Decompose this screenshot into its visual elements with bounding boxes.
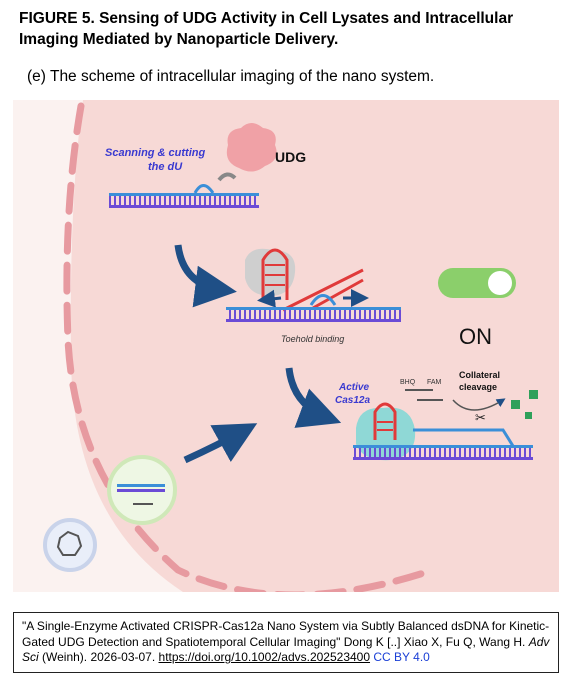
cleaved-strand bbox=[413, 428, 515, 447]
fluorophore-3 bbox=[525, 412, 532, 419]
dna-strand-3 bbox=[353, 448, 533, 457]
toehold-arms bbox=[282, 268, 364, 312]
toehold-label: Toehold binding bbox=[281, 334, 344, 344]
scissors-icon: ✂ bbox=[475, 410, 486, 425]
citation-text-2: (Weinh). 2026-03-07. bbox=[38, 650, 159, 664]
bubble-2 bbox=[309, 294, 337, 306]
license-link[interactable]: CC BY 4.0 bbox=[373, 650, 430, 664]
hairpin-2 bbox=[261, 248, 289, 300]
bubble-1 bbox=[193, 184, 215, 194]
scheme-svg: Scanning & cutting the dU UDG Toehold bi… bbox=[43, 100, 559, 592]
on-label: ON bbox=[459, 324, 492, 349]
cell-membrane bbox=[63, 102, 437, 592]
scanning-label-line2: the dU bbox=[148, 161, 183, 173]
doi-link[interactable]: https://doi.org/10.1002/advs.202523400 bbox=[158, 650, 371, 664]
figure-title: FIGURE 5. Sensing of UDG Activity in Cel… bbox=[19, 10, 514, 48]
active-label-line1: Active bbox=[338, 382, 369, 393]
citation-journal: Adv Sci bbox=[22, 634, 550, 665]
scanning-label-line1: Scanning & cutting bbox=[105, 147, 206, 159]
flow-arrow-1 bbox=[174, 244, 237, 308]
fam-label: FAM bbox=[427, 379, 442, 386]
collateral-label-line1: Collateral bbox=[459, 370, 500, 380]
bhq-label: BHQ bbox=[400, 379, 416, 386]
fluorophore-2 bbox=[529, 390, 538, 399]
fluorophore-1 bbox=[511, 400, 520, 409]
cutter-shape bbox=[217, 172, 237, 182]
udg-enzyme bbox=[226, 123, 277, 172]
flow-arrow-3 bbox=[183, 423, 258, 464]
udg-label: UDG bbox=[275, 149, 306, 165]
small-arrow-left bbox=[257, 289, 282, 308]
figure-illustration: Scanning & cutting the dU UDG Toehold bi… bbox=[13, 100, 559, 592]
hairpin-3 bbox=[373, 402, 397, 440]
figure-subtitle: (e) The scheme of intracellular imaging … bbox=[27, 68, 435, 85]
dna-strand-1 bbox=[109, 196, 259, 205]
cleavage-arc bbox=[452, 398, 506, 411]
citation-text: "A Single-Enzyme Activated CRISPR-Cas12a… bbox=[22, 619, 550, 649]
cell-body bbox=[70, 100, 559, 592]
vesicle bbox=[43, 518, 97, 572]
citation-box: "A Single-Enzyme Activated CRISPR-Cas12a… bbox=[13, 612, 559, 673]
dna-strand-2 bbox=[226, 310, 401, 319]
reporter-probes bbox=[405, 389, 443, 401]
collateral-label-line2: cleavage bbox=[459, 382, 497, 392]
flow-arrow-2 bbox=[285, 367, 342, 428]
active-label-line2: Cas12a bbox=[335, 395, 370, 406]
